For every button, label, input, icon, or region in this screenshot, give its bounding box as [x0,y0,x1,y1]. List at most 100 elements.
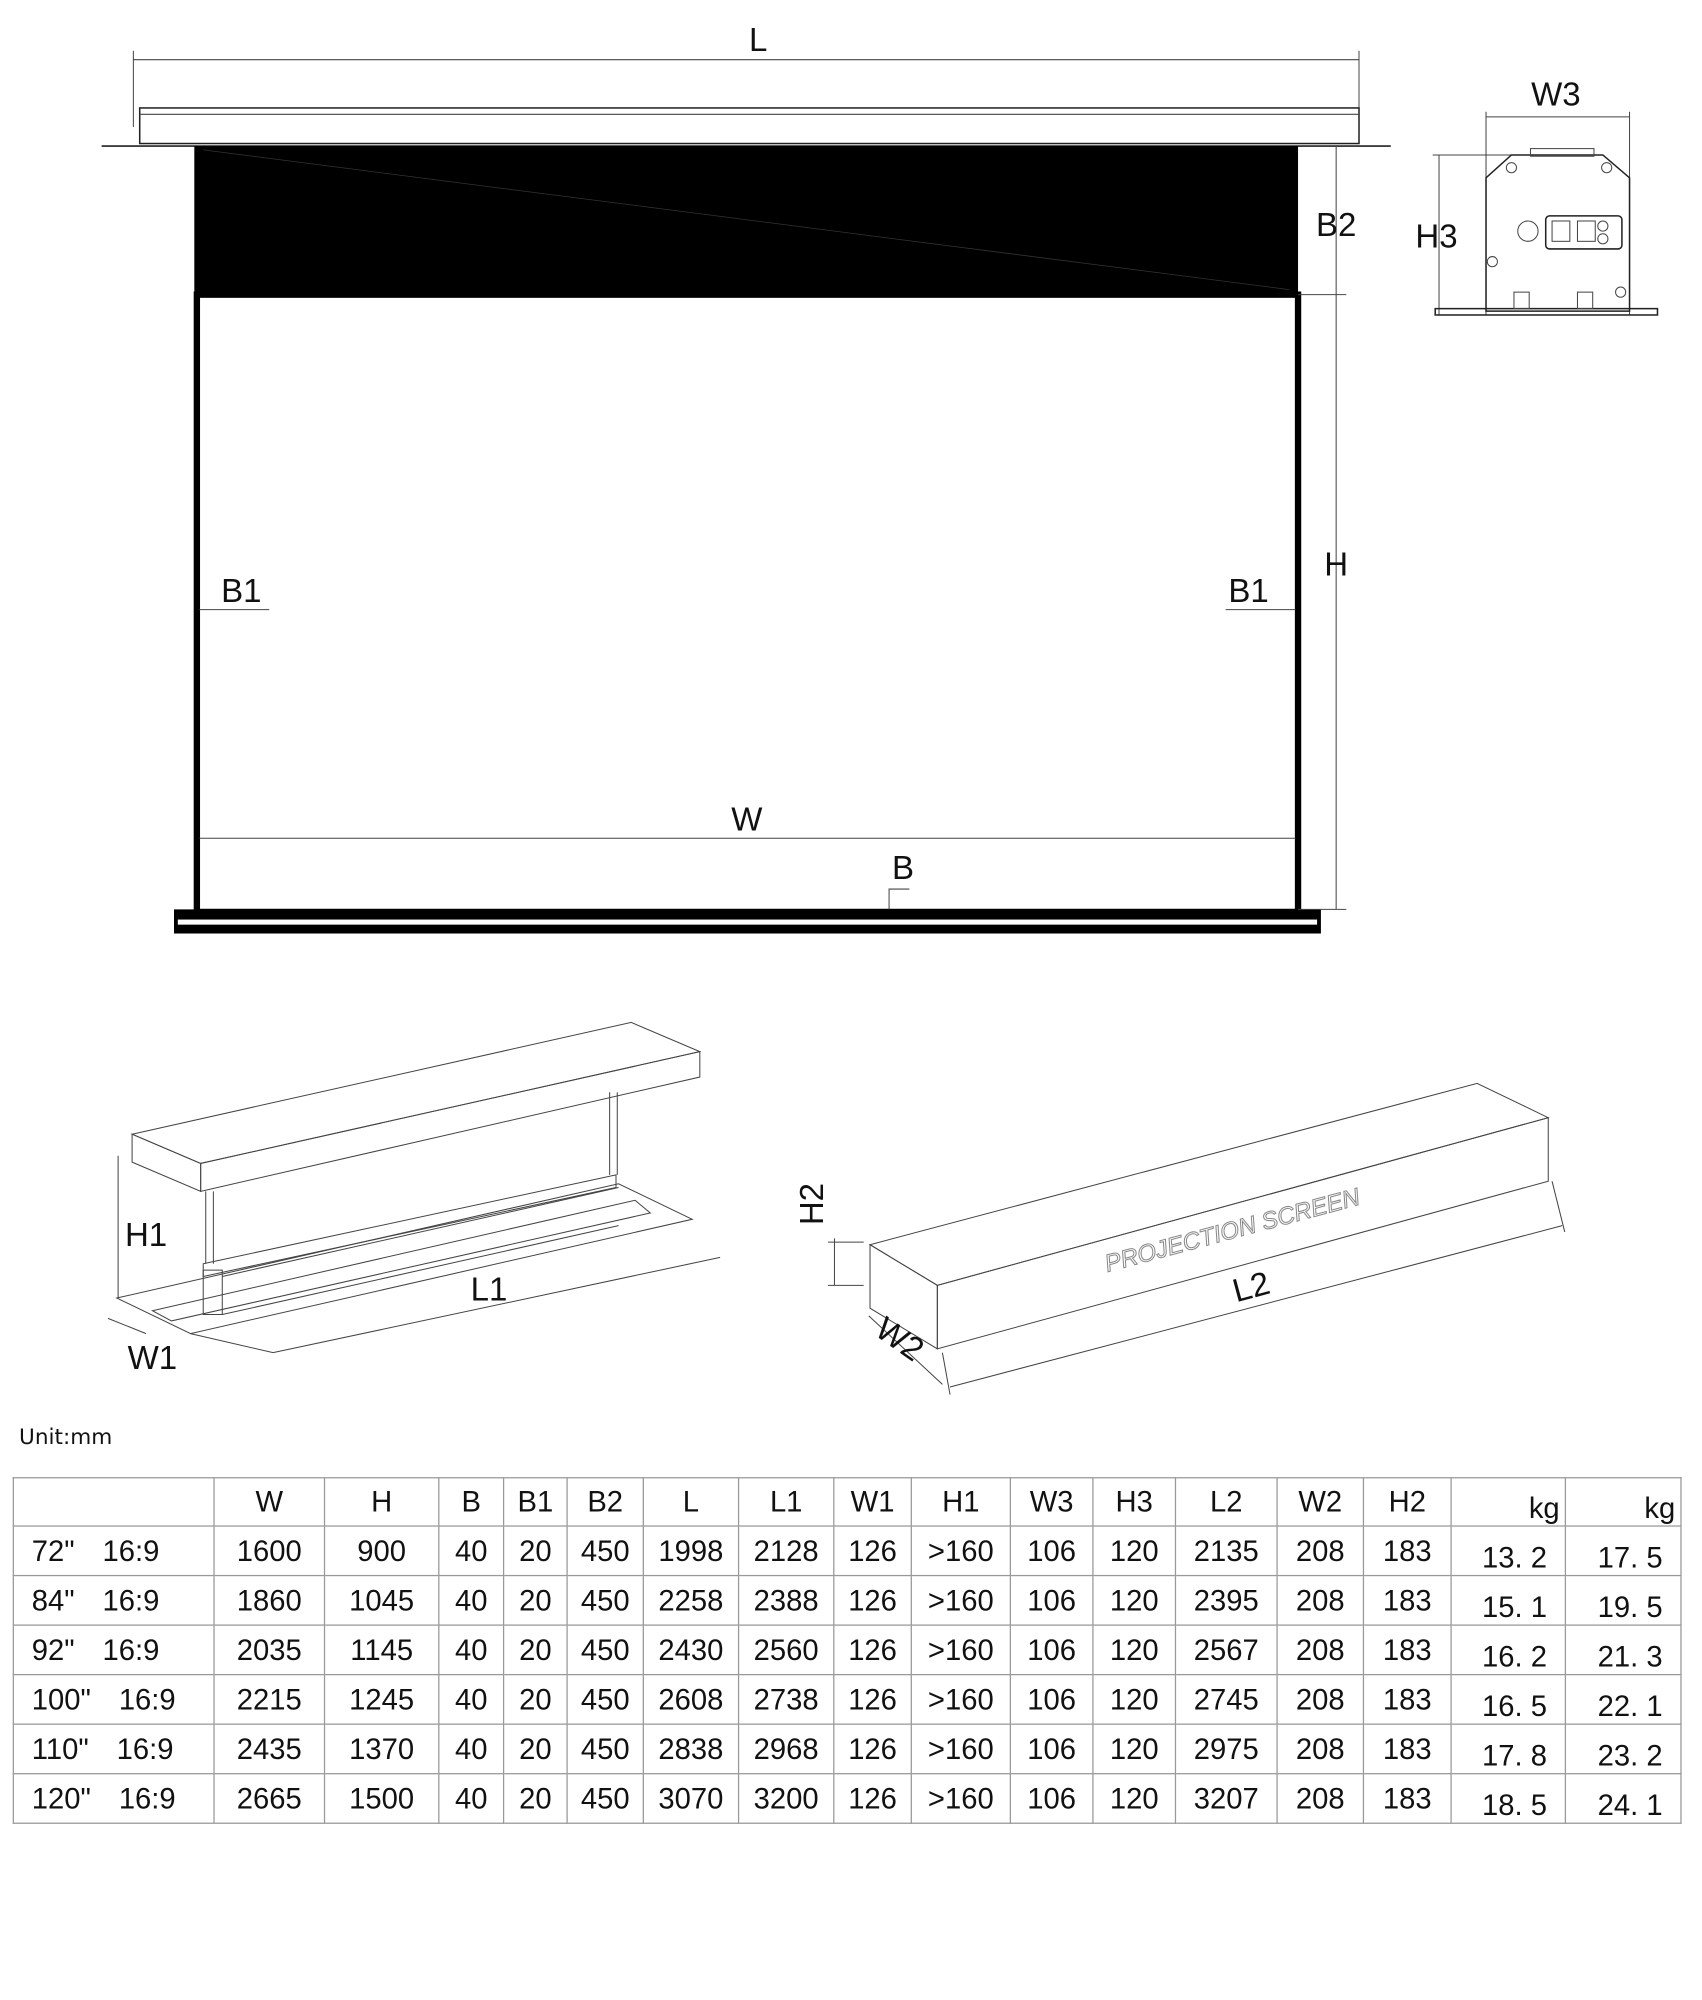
table-cell: 208 [1276,1773,1365,1824]
table-cell: >160 [910,1574,1011,1626]
dim-label-H2: H2 [793,1183,830,1225]
dim-label-W1: W1 [128,1339,178,1376]
dim-label-L1: L1 [471,1271,508,1308]
table-cell: 1600 [213,1525,326,1577]
unit-label: Unit:mm [19,1425,113,1451]
technical-drawings: L B2 H B1 B1 W B W3 H3 [101,21,1659,1395]
table-cell: 2567 [1174,1624,1278,1676]
column-header: H [323,1477,440,1527]
table-cell: 2135 [1174,1525,1278,1577]
column-header: W2 [1276,1477,1365,1527]
table-cell: 126 [833,1574,912,1626]
table-cell: >160 [910,1723,1011,1775]
table-cell: 2975 [1174,1723,1278,1775]
table-cell: 1370 [323,1723,440,1775]
table-cell: 2430 [642,1624,740,1676]
table-cell: 106 [1009,1525,1094,1577]
screen-size: 110" [31,1731,89,1765]
package-view-drawing: PROJECTION SCREEN H2 W2 L2 [793,1082,1566,1395]
table-cell: 2258 [642,1574,740,1626]
table-cell: 208 [1276,1673,1365,1725]
aspect-ratio: 16:9 [102,1583,160,1617]
table-cell: 1145 [323,1624,440,1676]
size-cell: 92"16:9 [12,1624,215,1676]
size-cell: 120" 16:9 [12,1773,215,1824]
table-cell: 17. 5 [1564,1525,1682,1577]
table-cell: 20 [502,1673,568,1725]
screen-case [138,107,1360,145]
dim-label-B1-left: B1 [221,572,261,609]
aspect-ratio: 16:9 [118,1781,176,1815]
column-header: H3 [1092,1477,1177,1527]
table-cell: 2560 [737,1624,835,1676]
table-cell: >160 [910,1624,1011,1676]
column-header: L2 [1174,1477,1278,1527]
table-cell: 20 [502,1525,568,1577]
dim-label-W2: W2 [869,1309,931,1368]
table-cell: 3070 [642,1773,740,1824]
dim-label-H3: H3 [1415,218,1457,255]
table-cell: 40 [438,1525,505,1577]
table-cell: 40 [438,1624,505,1676]
table-cell: 1500 [323,1773,440,1824]
aspect-ratio: 16:9 [102,1533,160,1567]
table-cell: 16. 2 [1450,1624,1567,1676]
table-cell: 450 [566,1525,644,1577]
table-cell: 22. 1 [1564,1673,1682,1725]
column-header: kg [1564,1477,1682,1527]
table-cell: 2395 [1174,1574,1278,1626]
screen-size: 100" [31,1682,91,1716]
aspect-ratio: 16:9 [118,1682,176,1716]
screen-size: 92" [31,1632,75,1666]
table-cell: 20 [502,1773,568,1824]
table-cell: 2738 [737,1673,835,1725]
table-cell: 21. 3 [1564,1624,1682,1676]
front-view-drawing: L B2 H B1 B1 W B [101,21,1391,934]
table-cell: 106 [1009,1624,1094,1676]
table-cell: 450 [566,1673,644,1725]
column-header [12,1477,215,1527]
table-cell: 2128 [737,1525,835,1577]
column-header: B1 [502,1477,568,1527]
table-cell: 2838 [642,1723,740,1775]
table-cell: 183 [1362,1773,1452,1824]
dim-label-B1-right: B1 [1228,572,1268,609]
column-header: H2 [1362,1477,1452,1527]
table-cell: 183 [1362,1723,1452,1775]
aspect-ratio: 16:9 [116,1731,174,1765]
dim-label-L2: L2 [1229,1264,1274,1309]
table-cell: 24. 1 [1564,1773,1682,1824]
column-header: B2 [566,1477,644,1527]
column-header: W1 [833,1477,912,1527]
installed-view-drawing: H1 L1 W1 [107,1021,721,1376]
table-cell: 23. 2 [1564,1723,1682,1775]
table-cell: 120 [1092,1624,1177,1676]
table-cell: 15. 1 [1450,1574,1567,1626]
column-header: W3 [1009,1477,1094,1527]
table-cell: 19. 5 [1564,1574,1682,1626]
table-cell: 2435 [213,1723,326,1775]
column-header: L [642,1477,740,1527]
table-cell: 3207 [1174,1773,1278,1824]
table-cell: 1860 [213,1574,326,1626]
table-cell: 1045 [323,1574,440,1626]
table-cell: 40 [438,1723,505,1775]
dim-label-B2: B2 [1316,206,1356,243]
table-cell: 208 [1276,1624,1365,1676]
table-cell: 120 [1092,1525,1177,1577]
table-cell: 183 [1362,1574,1452,1626]
table-cell: 450 [566,1723,644,1775]
table-cell: 120 [1092,1723,1177,1775]
table-cell: 2608 [642,1673,740,1725]
screen-size: 120" [31,1781,91,1815]
table-cell: 900 [323,1525,440,1577]
table-cell: 208 [1276,1723,1365,1775]
table-cell: 2745 [1174,1673,1278,1725]
table-cell: 106 [1009,1773,1094,1824]
